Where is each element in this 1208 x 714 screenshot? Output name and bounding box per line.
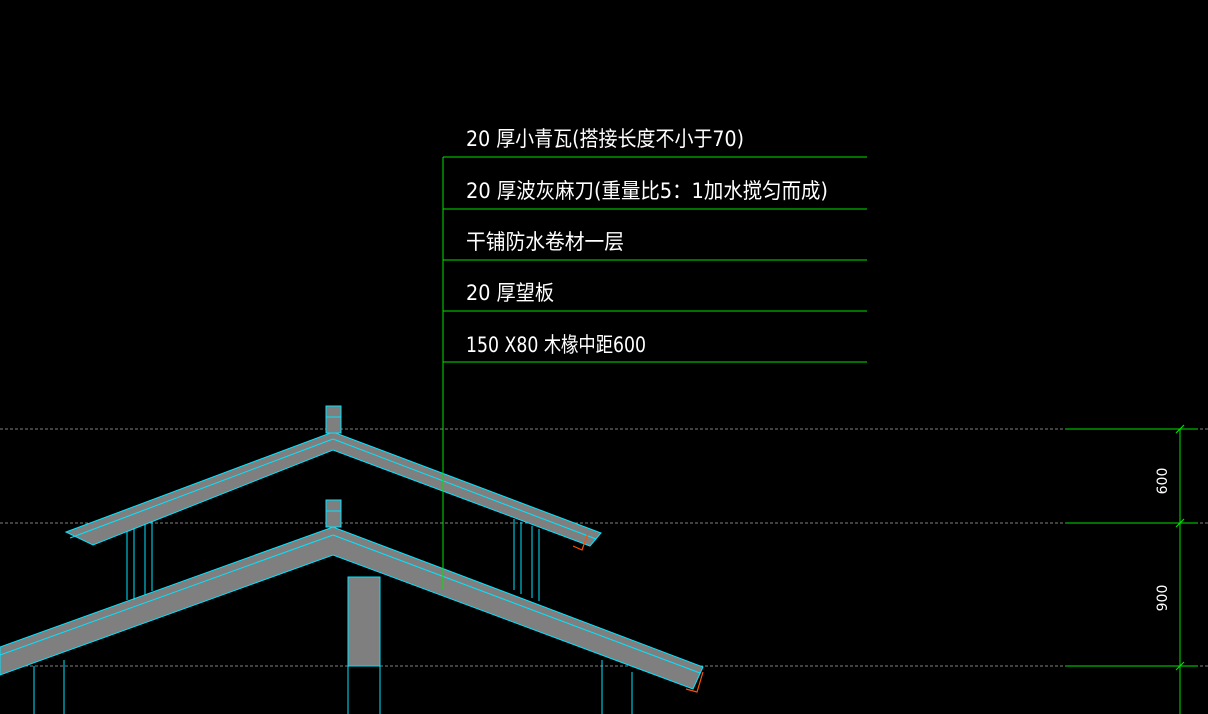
dimension-label-600: 600	[1155, 468, 1171, 495]
lower-roof	[0, 499, 704, 714]
upper-right-support	[513, 519, 540, 601]
upper-left-support	[126, 521, 153, 600]
upper-roof-inner-line-left	[69, 438, 334, 539]
dimension-chain: 600 900	[1066, 424, 1198, 714]
upper-roof-inner-line-right	[332, 438, 597, 540]
layer-note-3: 干铺防水卷材一层	[466, 230, 624, 254]
tick-middle	[1175, 518, 1185, 528]
dimension-label-900: 900	[1155, 585, 1171, 612]
upper-ridge-post	[325, 405, 342, 434]
layer-callout-leaders	[442, 156, 867, 590]
layer-note-1: 20 厚小青瓦(搭接长度不小于70)	[466, 127, 744, 151]
upper-roof	[64, 405, 602, 601]
lower-roof-inner-line-right	[332, 534, 701, 674]
upper-gutter-mark	[572, 532, 589, 551]
center-column	[347, 576, 381, 667]
layer-callout-texts: 20 厚小青瓦(搭接长度不小于70) 20 厚波灰麻刀(重量比5：1加水搅匀而成…	[466, 127, 828, 357]
lower-ridge-post	[325, 499, 342, 528]
layer-note-4: 20 厚望板	[466, 281, 554, 305]
lower-gutter-mark	[685, 671, 704, 693]
lower-roof-inner-line-left	[0, 534, 334, 656]
reference-lines	[0, 428, 1208, 667]
layer-note-5: 150 X80 木椽中距600	[466, 333, 646, 357]
layer-note-2: 20 厚波灰麻刀(重量比5：1加水搅匀而成)	[466, 179, 828, 203]
tick-upper	[1175, 424, 1185, 434]
tick-lower	[1175, 661, 1185, 671]
